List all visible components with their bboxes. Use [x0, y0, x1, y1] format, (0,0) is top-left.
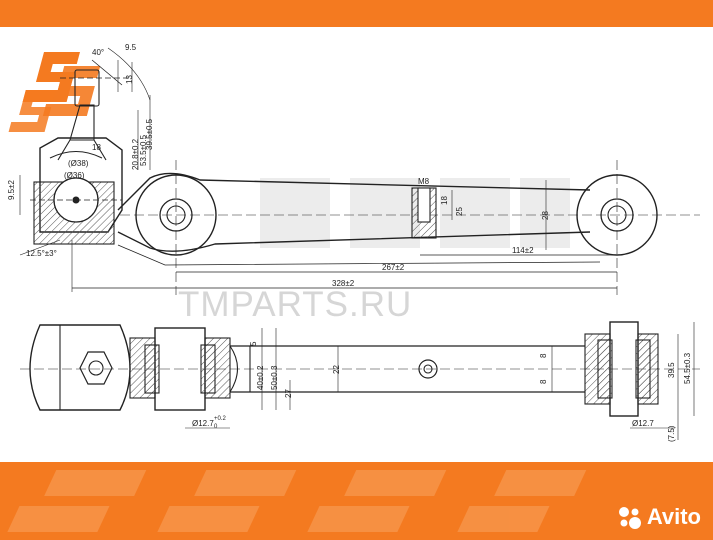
- dim-9-5-2: 9.5±2: [7, 179, 16, 200]
- dim-9-5: 9.5: [125, 43, 137, 52]
- dim-54-5: 54.5±0.3: [683, 352, 692, 384]
- top-orange-band: [0, 0, 713, 27]
- dim-8a: 8: [539, 353, 548, 358]
- dim-5: 5: [249, 341, 258, 346]
- dim-m8: M8: [418, 177, 430, 186]
- dim-27: 27: [284, 389, 293, 398]
- dim-18: 18: [92, 143, 101, 152]
- side-view: [20, 321, 700, 440]
- dim-22: 22: [332, 365, 341, 374]
- dim-267: 267±2: [382, 263, 405, 272]
- technical-drawing: 40° 13 9.5 39.5±0.5 53.5±0.5 20.8±0.2 18…: [0, 27, 713, 462]
- dim-25: 25: [455, 207, 464, 216]
- dim-tol-upper: +0.2: [214, 416, 227, 422]
- avito-badge: Avito: [616, 504, 701, 530]
- dim-angle: 40°: [92, 48, 104, 57]
- dim-38: (Ø38): [68, 159, 89, 168]
- dim-7-5: (7.5): [667, 425, 676, 442]
- control-arm-drawing: 40° 13 9.5 39.5±0.5 53.5±0.5 20.8±0.2 18…: [7, 43, 700, 442]
- dim-50: 50±0.3: [270, 365, 279, 390]
- dim-18b: 18: [440, 196, 449, 205]
- bottom-logo-pattern: [7, 470, 587, 532]
- dim-tol-lower: 0: [214, 424, 218, 430]
- watermark-text: TMPARTS.RU: [178, 285, 413, 324]
- dim-40: 40±0.2: [256, 365, 265, 390]
- dim-20-8: 20.8±0.2: [131, 138, 140, 170]
- dim-39-5: 39.5±0.5: [145, 118, 154, 150]
- dim-28: 28: [541, 211, 550, 220]
- dim-12-7-right: Ø12.7: [632, 419, 654, 428]
- dim-36: (Ø36): [64, 171, 85, 180]
- brand-logo-icon: [8, 52, 101, 132]
- dim-39-5b: 39.5: [667, 362, 676, 378]
- dim-114: 114±2: [512, 246, 534, 255]
- avito-dots-icon: [618, 507, 641, 529]
- top-view: [19, 47, 700, 295]
- dim-12-5: 12.5°±3°: [26, 249, 57, 258]
- avito-label: Avito: [646, 504, 701, 529]
- dim-8b: 8: [539, 379, 548, 384]
- dim-53-5: 53.5±0.5: [139, 134, 148, 166]
- dim-328: 328±2: [332, 279, 355, 288]
- dim-13: 13: [125, 75, 134, 84]
- dim-12-7-left: Ø12.7: [192, 419, 214, 428]
- bottom-orange-band: Avito: [0, 462, 713, 540]
